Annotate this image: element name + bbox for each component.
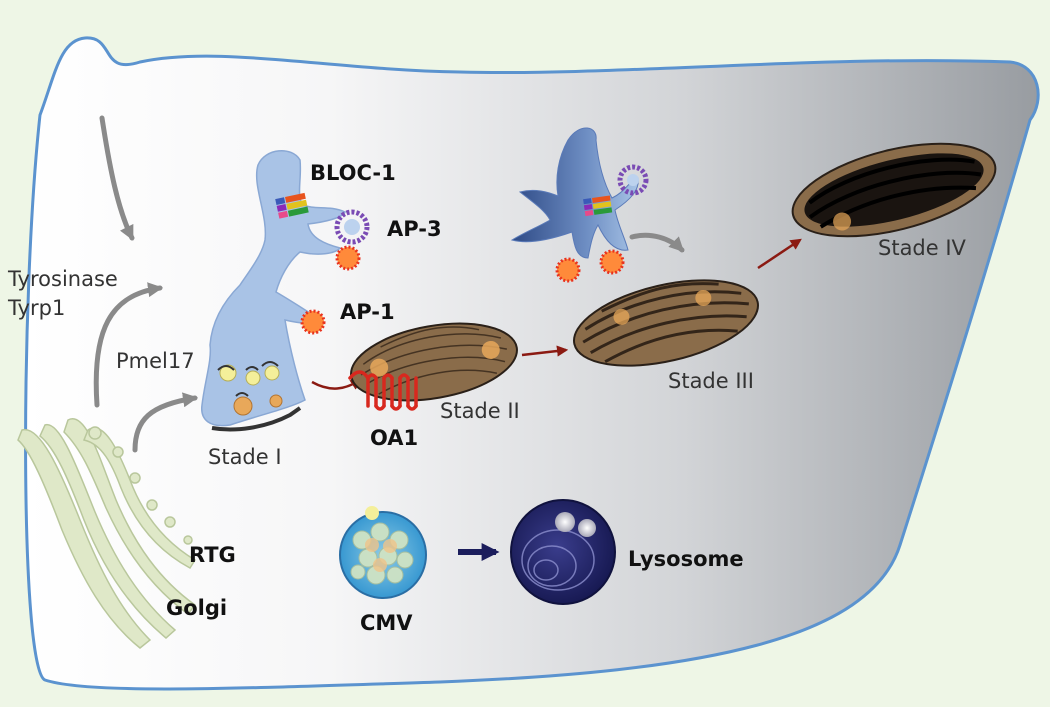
melanosome-stage-4 <box>791 142 997 238</box>
oa1-receptor <box>348 370 418 411</box>
stade3-label: Stade III <box>668 369 754 393</box>
transport-arrow-pmel17 <box>132 392 198 453</box>
transport-arrow-top <box>99 115 135 241</box>
cmv-label: CMV <box>360 611 413 635</box>
bloc1-complex <box>275 192 309 219</box>
oa1-label: OA1 <box>370 426 419 450</box>
lysosome <box>510 499 616 605</box>
maturation-arrow-2 <box>521 345 569 357</box>
multivesicular-body <box>339 506 427 599</box>
early-endosome <box>201 150 370 432</box>
pmel17-label: Pmel17 <box>116 349 195 373</box>
ap3-coat <box>334 209 370 245</box>
ap3-bud <box>335 245 361 271</box>
ap1-label: AP-1 <box>340 300 395 324</box>
ap3-label: AP-3 <box>387 217 442 241</box>
tyrp1-label: Tyrp1 <box>8 296 66 320</box>
maturation-arrow-3 <box>757 238 802 270</box>
golgi-label: Golgi <box>166 596 228 620</box>
golgi-apparatus <box>17 417 197 649</box>
transport-arrow-endosome2 <box>629 232 685 253</box>
bloc1-label: BLOC-1 <box>310 161 396 185</box>
stade1-label: Stade I <box>208 445 282 469</box>
endosome-upper <box>510 127 649 283</box>
transport-arrow-tyrosinase <box>93 282 163 408</box>
melanosome-stage-3 <box>573 279 759 367</box>
tyrosinase-label: Tyrosinase <box>8 267 118 291</box>
stade2-label: Stade II <box>440 399 520 423</box>
stade4-label: Stade IV <box>878 236 966 260</box>
ap1-coat <box>300 309 326 335</box>
lysosome-label: Lysosome <box>628 547 744 571</box>
rtg-label: RTG <box>189 543 236 567</box>
